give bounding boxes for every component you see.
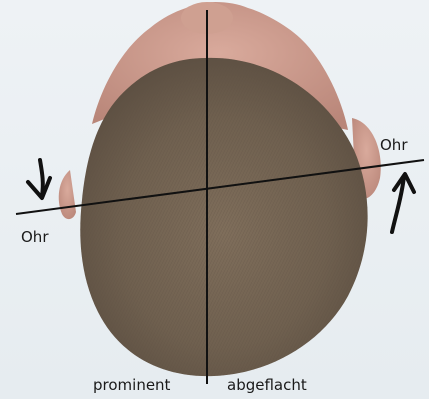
left-arrow-head	[28, 178, 50, 198]
flattened-side-label: abgeflacht	[227, 378, 307, 393]
ear-label-right: Ohr	[380, 138, 407, 153]
left-rotation-arrow	[40, 160, 43, 196]
prominent-side-label: prominent	[93, 378, 170, 393]
left-ear	[59, 170, 76, 219]
ear-label-left: Ohr	[21, 230, 48, 245]
